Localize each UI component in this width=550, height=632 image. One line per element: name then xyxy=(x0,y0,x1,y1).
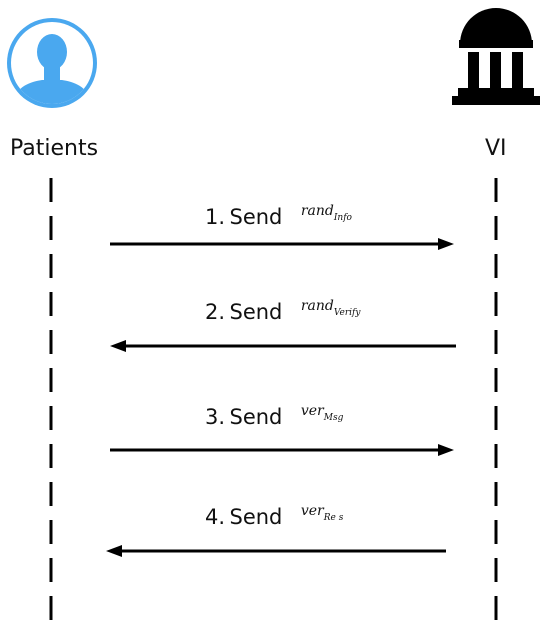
actor-label-vi: VI xyxy=(485,136,507,161)
message-number: 1. xyxy=(205,205,226,229)
actor-label-patients: Patients xyxy=(10,136,99,161)
message-verb: Send xyxy=(229,205,283,229)
message-arrow-1 xyxy=(110,238,454,250)
message-variable: verRe s xyxy=(300,503,343,523)
message-number: 4. xyxy=(205,505,226,529)
message-arrow-2 xyxy=(110,340,456,352)
message-verb: Send xyxy=(229,405,283,429)
institution-building-icon xyxy=(452,8,540,105)
message-variable: randInfo xyxy=(300,203,352,223)
user-avatar-icon xyxy=(7,18,97,108)
variable-subscript: Info xyxy=(333,213,352,223)
message-arrow-4 xyxy=(106,545,446,557)
variable-subscript: Verify xyxy=(333,308,361,318)
variable-name: rand xyxy=(300,203,334,219)
message-verb: Send xyxy=(229,505,283,529)
message-arrow-3 xyxy=(110,444,454,456)
message-label-1: 1. Send randInfo xyxy=(205,204,352,229)
variable-name: ver xyxy=(300,403,324,419)
message-verb: Send xyxy=(229,300,283,324)
variable-name: ver xyxy=(300,503,324,519)
variable-subscript: Re s xyxy=(323,513,344,523)
message-variable: randVerify xyxy=(300,298,361,318)
message-number: 3. xyxy=(205,405,226,429)
message-variable: verMsg xyxy=(300,403,344,423)
message-label-4: 4. Send verRe s xyxy=(205,504,343,529)
variable-subscript: Msg xyxy=(323,413,344,423)
message-number: 2. xyxy=(205,300,226,324)
message-label-2: 2. Send randVerify xyxy=(205,299,360,324)
message-label-3: 3. Send verMsg xyxy=(205,404,343,429)
variable-name: rand xyxy=(300,298,334,314)
